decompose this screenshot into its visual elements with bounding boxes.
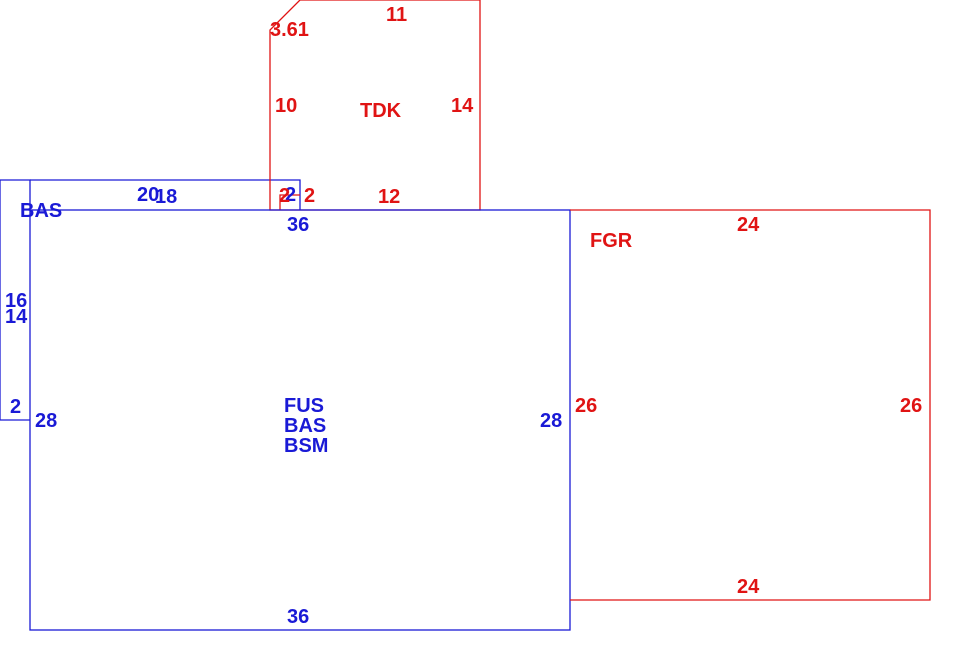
garage-outline <box>570 209 931 601</box>
garage-bottom-dimension: 24 <box>737 576 760 598</box>
bay-top-dimension-b: 18 <box>155 186 177 208</box>
garage-left-dimension: 26 <box>575 395 597 417</box>
deck-left-dimension: 10 <box>275 95 297 117</box>
bay-bottom-dimension: 2 <box>10 396 21 418</box>
main-area-code-3: BSM <box>284 435 328 457</box>
bay-right-dimension: 2 <box>285 184 296 206</box>
garage-area-code: FGR <box>590 230 633 252</box>
deck-area-code: TDK <box>360 100 402 122</box>
garage-top-dimension: 24 <box>737 214 760 236</box>
bay-addition-outline <box>0 179 31 421</box>
deck-offset-dimension-b: 2 <box>304 185 315 207</box>
main-area-code-1: FUS <box>284 395 324 417</box>
deck-bottom-dimension: 12 <box>378 186 400 208</box>
garage-right-dimension: 26 <box>900 395 922 417</box>
main-bottom-dimension: 36 <box>287 606 309 628</box>
main-top-dimension: 36 <box>287 214 309 236</box>
deck-top-dimension: 11 <box>386 4 407 26</box>
bay-addition-top-right-outline <box>30 179 301 210</box>
bay-left-dimension-a: 16 <box>5 290 27 312</box>
bay-area-code: BAS <box>20 200 62 222</box>
main-right-dimension: 28 <box>540 410 562 432</box>
deck-offset-dimension: 2 <box>279 185 290 207</box>
deck-right-dimension: 14 <box>451 95 474 117</box>
bay-left-dimension-b: 14 <box>5 306 28 328</box>
main-area-code-2: BAS <box>284 415 326 437</box>
bay-top-dimension-a: 20 <box>137 184 159 206</box>
main-structure-outline <box>29 209 571 631</box>
main-left-dimension: 28 <box>35 410 57 432</box>
deck-corner-dimension: 3.61 <box>270 19 309 41</box>
deck-notch-outline <box>279 194 300 210</box>
